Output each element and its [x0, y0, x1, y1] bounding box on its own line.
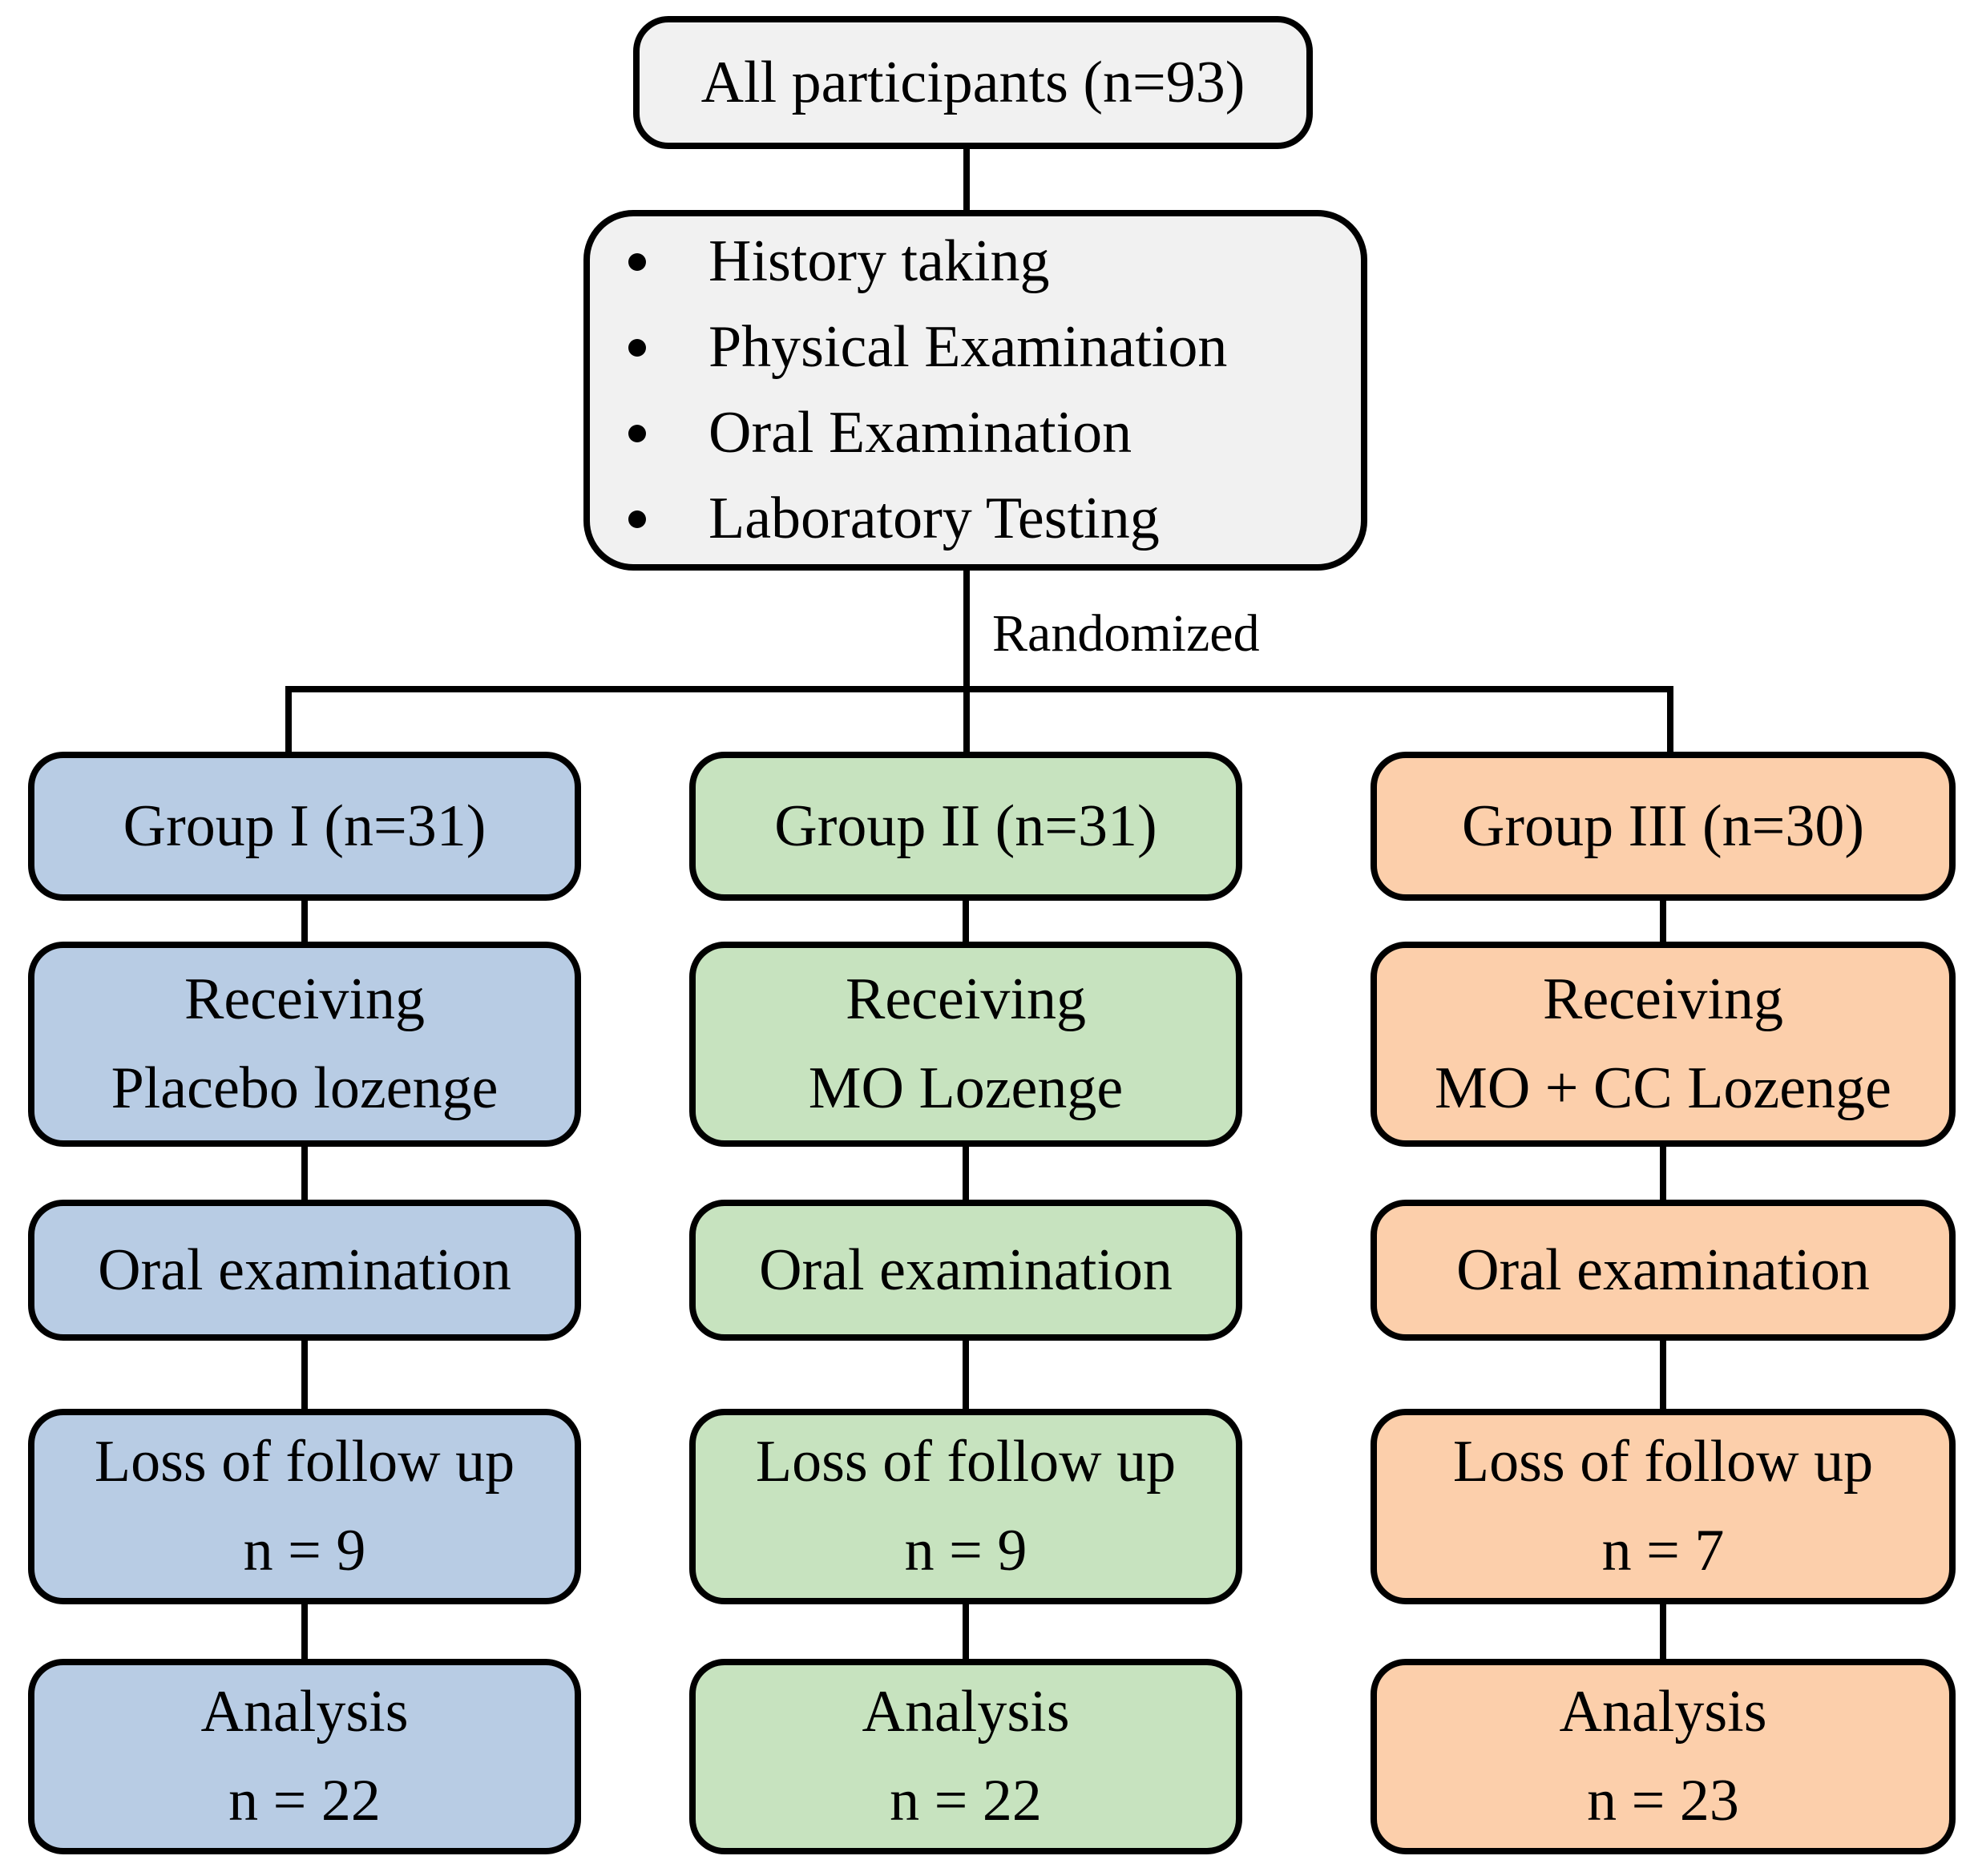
- group2-title-label: Group II (n=31): [774, 793, 1157, 859]
- group2-title-box: Group II (n=31): [689, 752, 1242, 901]
- screening-bullet-label: Laboratory Testing: [708, 486, 1160, 551]
- branch-stub-left: [285, 686, 292, 755]
- group3-loss-line2: n = 7: [1601, 1518, 1725, 1584]
- group3-receiving-line1: Receiving: [1542, 966, 1783, 1032]
- branch-line: [285, 686, 1673, 692]
- all-participants-box: All participants (n=93): [633, 16, 1313, 149]
- all-participants-label: All participants (n=93): [700, 49, 1245, 115]
- group3-loss-box: Loss of follow up n = 7: [1371, 1409, 1956, 1604]
- group3-receiving-line2: MO + CC Lozenge: [1435, 1055, 1891, 1121]
- group3-oral-exam-box: Oral examination: [1371, 1200, 1956, 1341]
- group3-title-label: Group III (n=30): [1461, 793, 1865, 859]
- screening-bullet-label: Oral Examination: [708, 400, 1132, 466]
- group3-analysis-line1: Analysis: [1559, 1679, 1767, 1745]
- group2-connector-2: [963, 1145, 969, 1201]
- branch-stub-right: [1667, 686, 1673, 755]
- connector-top-to-screening: [963, 147, 970, 213]
- bullet-dot-icon: [628, 424, 646, 442]
- group2-analysis-box: Analysis n = 22: [689, 1659, 1242, 1854]
- group2-connector-4: [963, 1603, 969, 1660]
- group1-analysis-line2: n = 22: [228, 1768, 381, 1834]
- group1-receiving-line1: Receiving: [184, 966, 425, 1032]
- group1-connector-2: [301, 1145, 308, 1201]
- group2-oral-exam-label: Oral examination: [759, 1237, 1173, 1303]
- group1-connector-4: [301, 1603, 308, 1660]
- group2-oral-exam-box: Oral examination: [689, 1200, 1242, 1341]
- group3-loss-line1: Loss of follow up: [1452, 1429, 1874, 1495]
- screening-bullet-label: History taking: [708, 228, 1050, 294]
- branch-stub-middle: [963, 686, 970, 755]
- group2-receiving-box: Receiving MO Lozenge: [689, 942, 1242, 1147]
- group1-analysis-line1: Analysis: [200, 1679, 409, 1745]
- group1-title-box: Group I (n=31): [28, 752, 581, 901]
- group1-loss-line2: n = 9: [243, 1518, 366, 1584]
- group1-oral-exam-label: Oral examination: [98, 1237, 511, 1303]
- group2-receiving-line1: Receiving: [845, 966, 1086, 1032]
- screening-bullet-item: History taking: [628, 219, 1345, 305]
- group2-loss-line2: n = 9: [904, 1518, 1027, 1584]
- screening-bullet-item: Physical Examination: [628, 305, 1345, 390]
- group3-oral-exam-label: Oral examination: [1456, 1237, 1870, 1303]
- group1-receiving-box: Receiving Placebo lozenge: [28, 942, 581, 1147]
- group3-connector-1: [1660, 899, 1666, 944]
- group3-analysis-box: Analysis n = 23: [1371, 1659, 1956, 1854]
- screening-bullet-label: Physical Examination: [708, 314, 1228, 380]
- bullet-dot-icon: [628, 510, 646, 528]
- group1-loss-line1: Loss of follow up: [94, 1429, 515, 1495]
- group3-connector-3: [1660, 1339, 1666, 1410]
- group2-loss-box: Loss of follow up n = 9: [689, 1409, 1242, 1604]
- group1-analysis-box: Analysis n = 22: [28, 1659, 581, 1854]
- screening-bullet-list: History taking Physical Examination Oral…: [590, 219, 1361, 562]
- connector-screening-to-branch: [963, 569, 970, 689]
- screening-bullet-item: Laboratory Testing: [628, 476, 1345, 562]
- group2-analysis-line2: n = 22: [890, 1768, 1042, 1834]
- group2-receiving-line2: MO Lozenge: [808, 1055, 1124, 1121]
- group3-analysis-line2: n = 23: [1587, 1768, 1739, 1834]
- group1-connector-1: [301, 899, 308, 944]
- randomized-label: Randomized: [992, 604, 1260, 663]
- group1-loss-box: Loss of follow up n = 9: [28, 1409, 581, 1604]
- screening-bullet-item: Oral Examination: [628, 390, 1345, 476]
- group1-title-label: Group I (n=31): [123, 793, 486, 859]
- bullet-dot-icon: [628, 252, 646, 271]
- group1-receiving-line2: Placebo lozenge: [111, 1055, 499, 1121]
- group2-loss-line1: Loss of follow up: [755, 1429, 1177, 1495]
- group3-connector-2: [1660, 1145, 1666, 1201]
- group2-connector-1: [963, 899, 969, 944]
- group3-connector-4: [1660, 1603, 1666, 1660]
- group1-oral-exam-box: Oral examination: [28, 1200, 581, 1341]
- bullet-dot-icon: [628, 338, 646, 357]
- screening-box: History taking Physical Examination Oral…: [583, 210, 1367, 571]
- group1-connector-3: [301, 1339, 308, 1410]
- group2-connector-3: [963, 1339, 969, 1410]
- group3-receiving-box: Receiving MO + CC Lozenge: [1371, 942, 1956, 1147]
- group3-title-box: Group III (n=30): [1371, 752, 1956, 901]
- group2-analysis-line1: Analysis: [862, 1679, 1070, 1745]
